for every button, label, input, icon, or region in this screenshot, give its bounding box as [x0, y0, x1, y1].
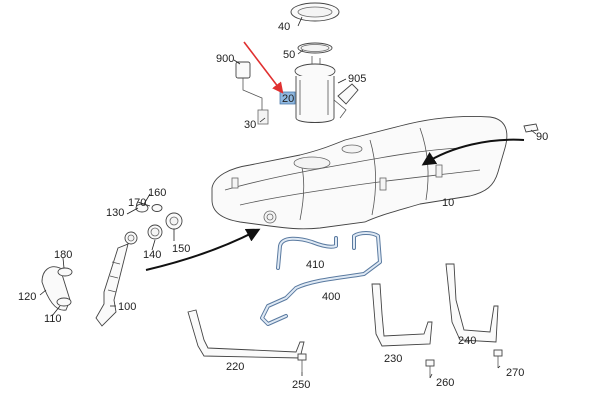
- callout-150: 150: [172, 243, 190, 255]
- tank-strap-front: [187, 309, 305, 359]
- level-sensor: [235, 61, 269, 125]
- tank-strap-rear: [445, 263, 499, 343]
- callout-905: 905: [348, 73, 366, 85]
- filler-neck-pipe: [95, 243, 129, 327]
- callout-140: 140: [143, 249, 161, 261]
- callout-260: 260: [436, 377, 454, 389]
- bolt-260: [425, 359, 435, 378]
- fuel-pump-module: [294, 56, 347, 123]
- callout-100: 100: [118, 301, 136, 313]
- small-bracket: [523, 123, 539, 133]
- callout-30: 30: [244, 119, 256, 131]
- callout-250: 250: [292, 379, 310, 391]
- callout-120: 120: [18, 291, 36, 303]
- tank-strap-middle: [371, 283, 433, 347]
- locking-ring: [290, 2, 340, 22]
- filler-cap-parts: [124, 203, 183, 245]
- callout-40: 40: [278, 21, 290, 33]
- callout-110: 110: [44, 313, 62, 325]
- fuel-line: [260, 231, 382, 326]
- fuel-tank: [211, 115, 508, 230]
- bolt-270: [493, 349, 503, 368]
- callout-50: 50: [283, 49, 295, 61]
- bolt-250: [297, 353, 307, 372]
- callout-130: 130: [106, 207, 124, 219]
- highlight-box: [279, 91, 296, 105]
- callout-90: 90: [536, 131, 548, 143]
- callout-180: 180: [54, 249, 72, 261]
- leader-lines: [39, 16, 537, 379]
- callout-10: 10: [442, 197, 454, 209]
- callout-20: 20: [282, 93, 294, 105]
- red-pointer-arrow: [243, 41, 284, 94]
- seal-ring: [297, 42, 333, 54]
- callout-400: 400: [322, 291, 340, 303]
- callout-230: 230: [384, 353, 402, 365]
- callout-900: 900: [216, 53, 234, 65]
- callout-270: 270: [506, 367, 524, 379]
- callout-220: 220: [226, 361, 244, 373]
- filler-hose: [41, 266, 73, 311]
- vent-line: [276, 236, 338, 270]
- callout-160: 160: [148, 187, 166, 199]
- float-arm: [337, 83, 359, 105]
- callout-240: 240: [458, 335, 476, 347]
- neck-to-tank-arrow: [145, 228, 261, 271]
- callout-410: 410: [306, 259, 324, 271]
- callout-170: 170: [128, 197, 146, 209]
- bracket-to-tank-arrow: [421, 138, 525, 166]
